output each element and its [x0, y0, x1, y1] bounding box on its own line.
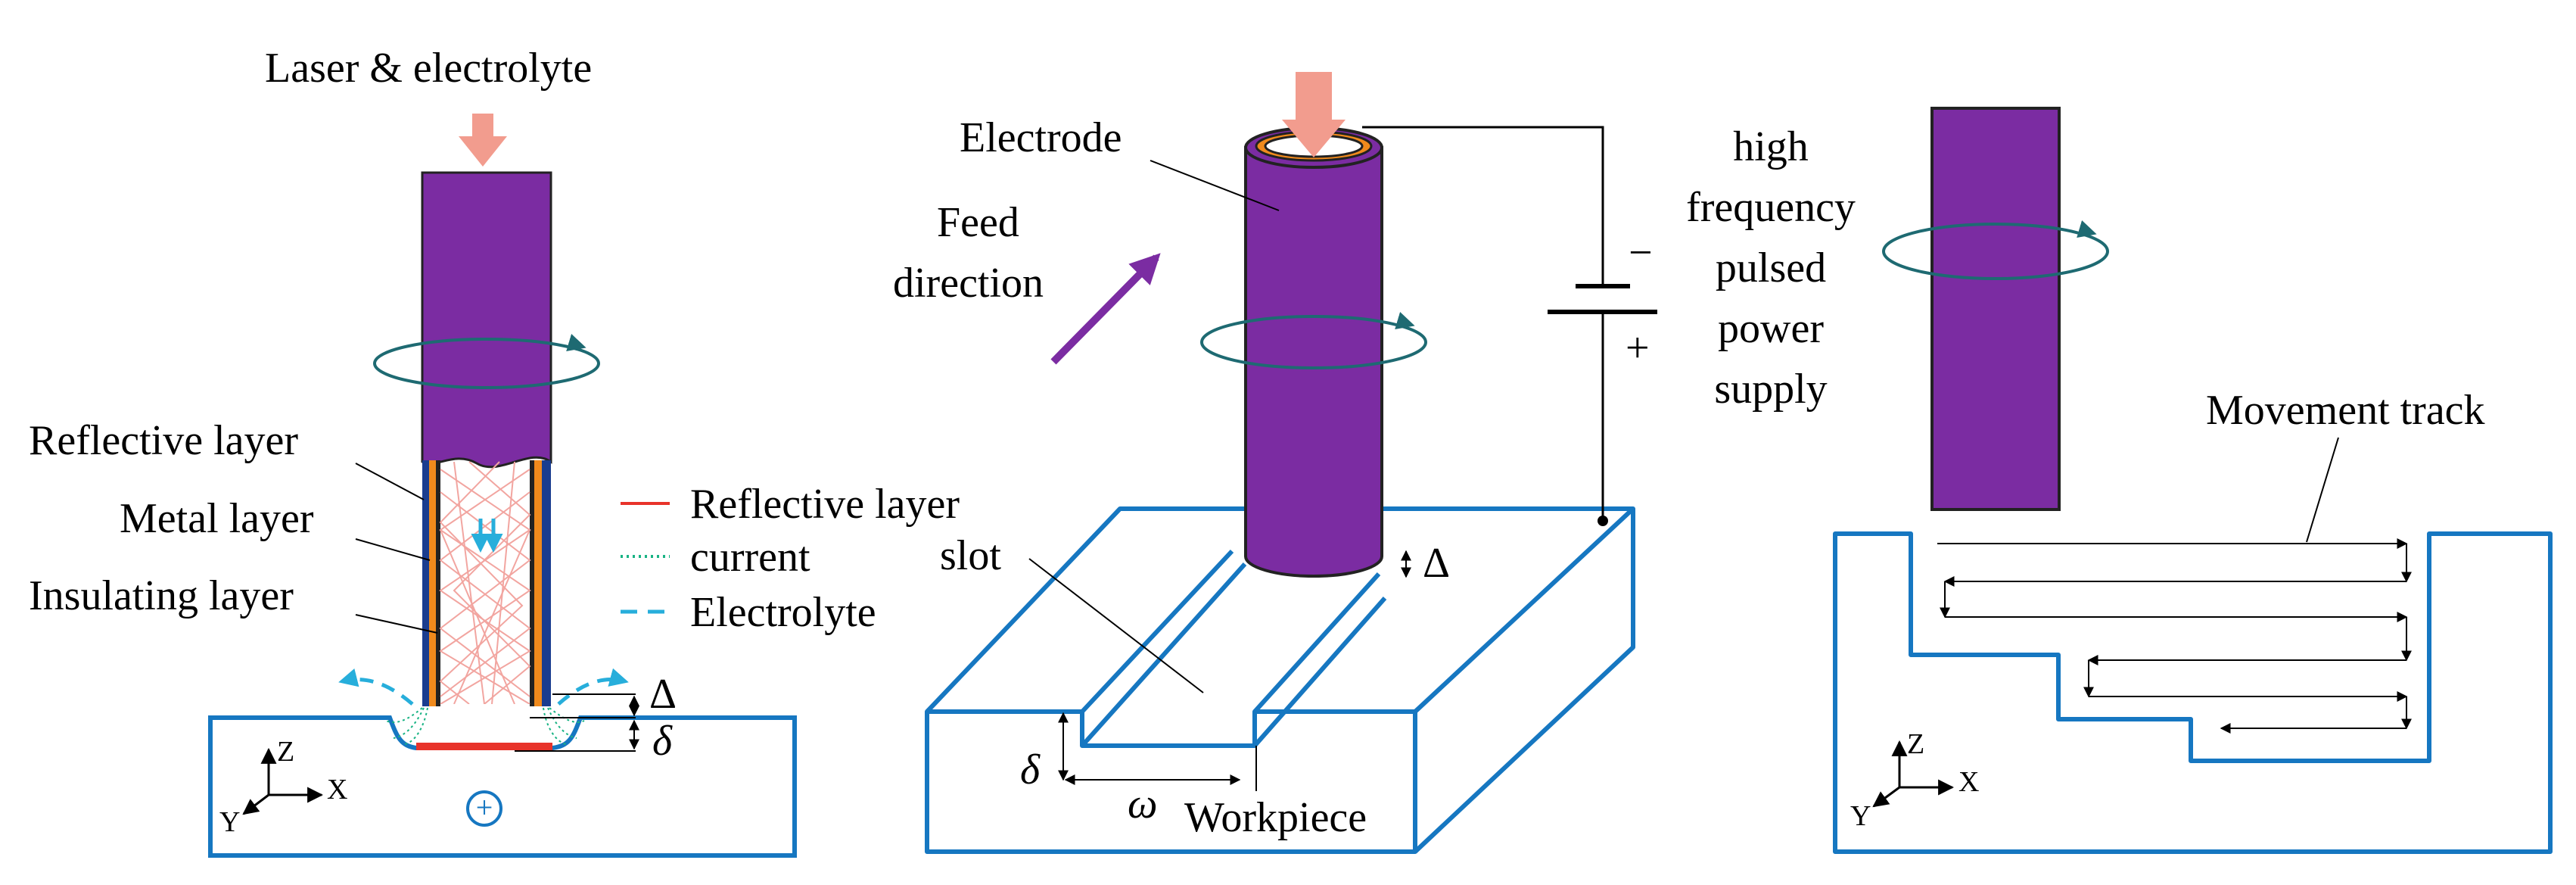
left-gap-delta: Δ: [649, 671, 677, 718]
electrolyte-flow-arrows: [471, 519, 503, 553]
battery-icon: [1548, 284, 1657, 314]
rotation-arrow-icon-middle: [1200, 311, 1427, 369]
left-panel: Laser & electrolyte: [29, 45, 960, 858]
svg-text:supply: supply: [1714, 366, 1827, 413]
svg-text:frequency: frequency: [1686, 184, 1856, 231]
svg-text:high: high: [1733, 123, 1809, 170]
movement-track-label: Movement track: [2206, 387, 2485, 434]
power-supply-label: high frequency pulsed power supply: [1686, 123, 1856, 413]
reflective-layer-label: Reflective layer: [29, 417, 298, 464]
metal-layer-label: Metal layer: [120, 495, 314, 542]
slot-depth-delta: δ: [1020, 746, 1041, 793]
right-axis-z: Z: [1907, 728, 1924, 760]
middle-workpiece: [925, 506, 1635, 854]
right-axis-x: X: [1958, 766, 1979, 798]
middle-electrode: [1244, 126, 1383, 578]
legend: Reflective layer current Electrolyte: [621, 481, 960, 636]
rotation-arrow-icon-right: [1882, 220, 2109, 280]
right-axis-y: Y: [1850, 800, 1871, 832]
movement-track-leader: [2306, 437, 2339, 543]
svg-text:+: +: [476, 790, 493, 824]
circuit-contact: [1598, 516, 1608, 526]
left-axis-x: X: [327, 774, 347, 806]
svg-text:power: power: [1718, 305, 1824, 352]
rotation-arrow-icon: [373, 333, 600, 389]
legend-electrolyte-label: Electrolyte: [690, 589, 876, 636]
metal-leader: [355, 538, 431, 561]
electrode-tube: [422, 460, 551, 706]
right-workpiece: [1833, 531, 2553, 854]
right-panel: Movement track Z X Y: [1833, 107, 2553, 854]
electrode-leader: [1150, 160, 1280, 211]
right-electrode: [1930, 107, 2061, 511]
electrolyte-splash: [338, 668, 629, 706]
reflective-leader: [355, 463, 425, 500]
left-axis-z: Z: [277, 736, 294, 768]
left-axis-y: Y: [219, 806, 240, 838]
feed-arrow-icon: [1050, 253, 1161, 365]
insulating-leader: [355, 614, 438, 634]
workpiece-label: Workpiece: [1184, 794, 1367, 841]
slot-leader: [1028, 558, 1204, 693]
feed-label-line1: Feed: [937, 199, 1019, 246]
movement-track: [1937, 538, 2412, 734]
laser-arrow-icon-middle: [1282, 72, 1346, 157]
laser-electrolyte-label: Laser & electrolyte: [265, 45, 592, 92]
right-axis-icon: [1872, 740, 1955, 808]
legend-current-label: current: [690, 534, 810, 581]
left-workpiece: [208, 715, 797, 858]
power-circuit: [1362, 126, 1604, 521]
left-depth-delta: δ: [652, 718, 673, 765]
feed-label-line2: direction: [893, 260, 1044, 307]
slot-width-omega: ω: [1128, 781, 1158, 827]
gap-dimensions: [515, 693, 639, 752]
battery-plus: +: [1626, 325, 1650, 372]
legend-reflective-label: Reflective layer: [690, 481, 960, 528]
plus-circle-icon: +: [466, 790, 502, 827]
electrode-label: Electrode: [960, 114, 1122, 161]
insulating-layer-label: Insulating layer: [29, 572, 294, 619]
electrode-body: [421, 171, 552, 469]
slot-dimensions: [1058, 712, 1257, 791]
middle-panel: Electrode Feed direction − + high freque…: [893, 72, 1856, 854]
laser-arrow-icon: [459, 114, 507, 167]
current-lines: [385, 707, 585, 745]
reflected-laser-rays: [439, 461, 531, 704]
battery-minus: −: [1629, 229, 1653, 276]
svg-text:pulsed: pulsed: [1716, 245, 1826, 291]
middle-gap-delta: Δ: [1423, 540, 1450, 587]
slot-label: slot: [940, 532, 1001, 579]
left-axis-icon: [242, 747, 324, 815]
